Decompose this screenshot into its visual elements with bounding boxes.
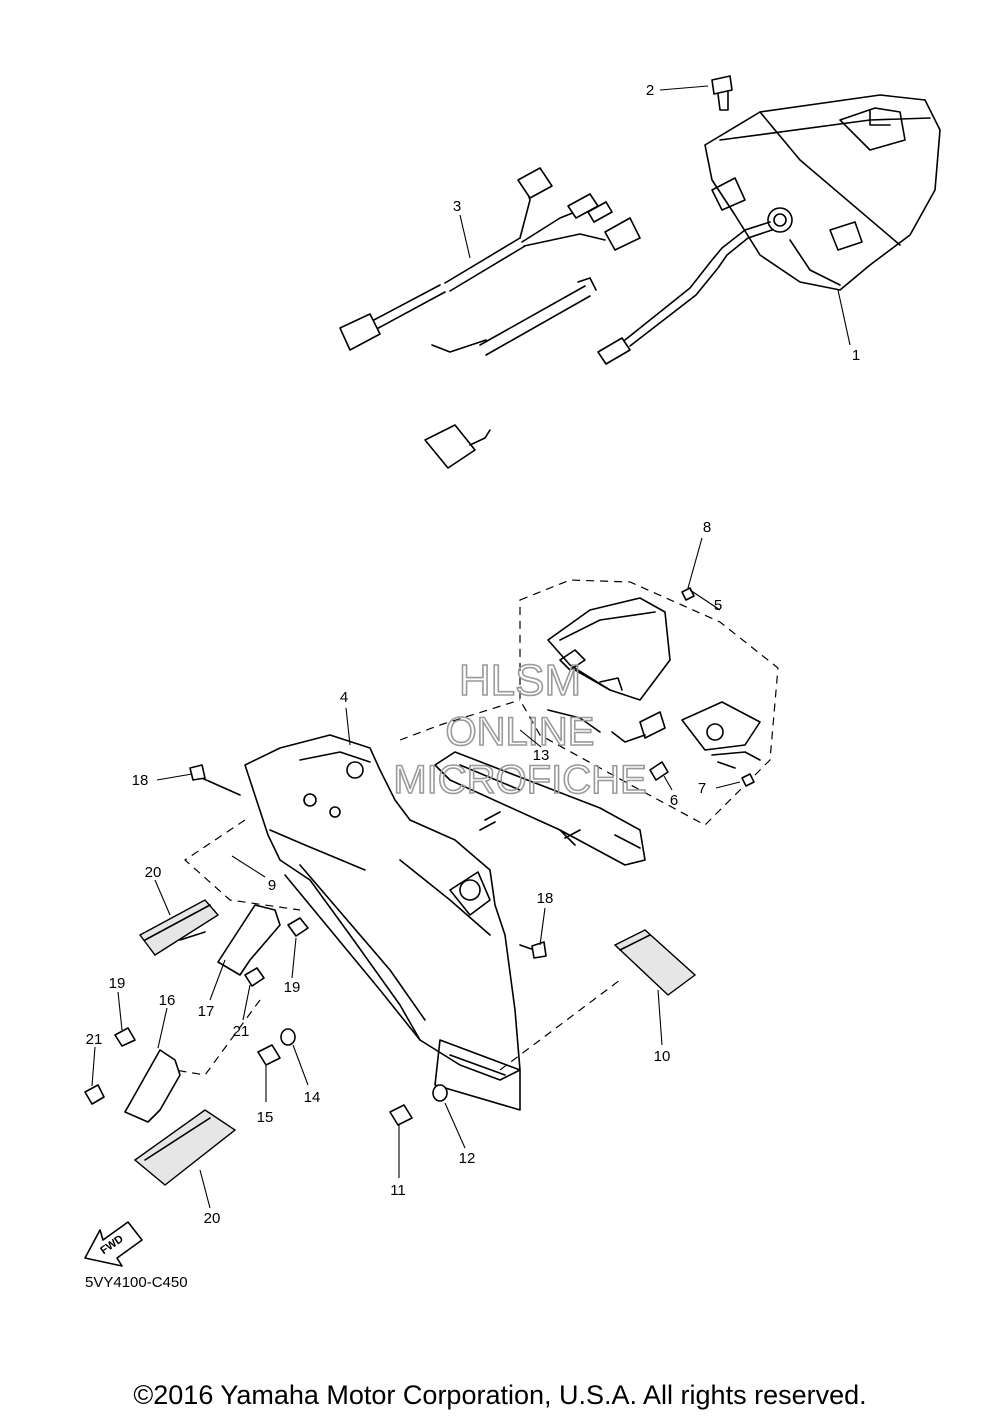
callout-17: 17 [198,1003,215,1020]
callout-10: 10 [654,1048,671,1065]
watermark-line2: ONLINE [446,710,595,754]
callout-20b: 20 [204,1210,221,1227]
leader-lines [91,85,851,1209]
callout-15: 15 [257,1109,274,1126]
diagram-code: 5VY4100-C450 [85,1274,188,1291]
callout-12: 12 [459,1150,476,1167]
callout-20a: 20 [145,864,162,881]
callout-2: 2 [646,82,654,99]
callout-9: 9 [268,877,276,894]
stay-bracket [434,751,646,866]
copyright-notice: ©2016 Yamaha Motor Corporation, U.S.A. A… [133,1380,867,1410]
callout-1: 1 [852,347,860,364]
callout-11: 11 [390,1182,406,1199]
license-light-assembly [519,579,779,826]
callout-6: 6 [670,792,678,809]
rear-fender-bracket [244,734,521,1111]
callout-21a: 21 [86,1031,103,1048]
watermark-line3: MICROFICHE [393,758,646,802]
callout-7: 7 [698,780,706,797]
fwd-arrow-icon: FWD [84,1221,143,1267]
callout-14: 14 [304,1089,321,1106]
watermark: HLSM ONLINE MICROFICHE [393,655,648,803]
callout-5: 5 [714,597,722,614]
tail-light-assembly [424,75,941,469]
callout-18b: 18 [537,890,554,907]
callout-18a: 18 [132,772,149,789]
callout-3: 3 [453,198,461,215]
callout-19b: 19 [284,979,301,996]
wire-harness [339,167,641,351]
callouts: 1 2 3 4 5 6 7 8 9 10 11 12 13 14 15 16 1… [86,82,861,1227]
assembly-guides [174,699,621,1076]
callout-8: 8 [703,519,711,536]
callout-19a: 19 [109,975,126,992]
callout-16: 16 [159,992,176,1009]
watermark-line1: HLSM [459,656,581,705]
callout-21b: 21 [233,1023,250,1040]
callout-13: 13 [533,747,550,764]
callout-4: 4 [340,689,348,706]
reflectors [133,899,697,1186]
fasteners [84,764,581,1126]
